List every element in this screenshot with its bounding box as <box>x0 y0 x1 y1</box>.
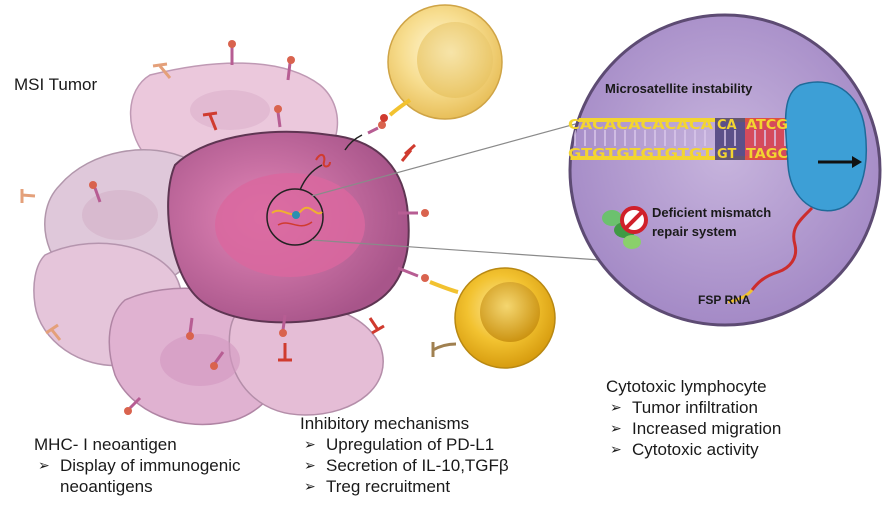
cytotoxic-title: Cytotoxic lymphocyte <box>606 377 767 396</box>
fsp-rna-strand <box>750 206 814 291</box>
lymphocyte-top <box>380 4 503 122</box>
inhibitory-item: Upregulation of PD-L1 <box>300 434 509 455</box>
nucleus-zoom-circle <box>266 188 324 246</box>
dna-top-strand: CACACACACACA <box>568 118 713 133</box>
inset-title: Microsatellite instability <box>605 81 753 96</box>
arrow-right-icon <box>818 156 862 168</box>
label-cytotoxic: Cytotoxic lymphocyte Tumor infiltration … <box>606 376 781 460</box>
cytotoxic-item: Tumor infiltration <box>606 397 781 418</box>
label-mhc: MHC- I neoantigen Display of immunogenic… <box>34 434 240 497</box>
inhibitory-item: Secretion of IL-10,TGFβ <box>300 455 509 476</box>
no-symbol-icon <box>620 206 648 234</box>
inhibitory-title: Inhibitory mechanisms <box>300 414 470 433</box>
dna-bottom-mut1: GT <box>717 147 736 162</box>
ribosome <box>784 81 867 212</box>
fsp-rna-label: FSP RNA <box>698 293 751 307</box>
inhibitory-item: Treg recruitment <box>300 476 509 497</box>
mhc-item-cont: neoantigens <box>60 477 153 496</box>
cytotoxic-item: Increased migration <box>606 418 781 439</box>
msi-tumor-text: MSI Tumor <box>14 75 98 94</box>
cytotoxic-item: Cytotoxic activity <box>606 439 781 460</box>
dna-top-mut2: ATCG <box>746 118 788 133</box>
dna-top-mut1: CA <box>717 118 737 133</box>
msi-inset <box>568 13 882 327</box>
mhc-title: MHC- I neoantigen <box>34 435 177 454</box>
mmr-label-line1: Deficient mismatch <box>652 205 771 220</box>
mhc-markers <box>20 40 429 415</box>
mmr-label-line2: repair system <box>652 224 737 239</box>
mhc-item: Display of immunogenic <box>34 455 240 476</box>
dna-bottom-strand: GTGTGTGTGTGT <box>568 147 713 162</box>
lymphocyte-bottom <box>429 267 556 369</box>
label-inhibitory: Inhibitory mechanisms Upregulation of PD… <box>300 413 509 497</box>
main-tumor-nucleus <box>215 173 365 277</box>
label-msi-tumor: MSI Tumor <box>14 74 97 95</box>
dna-bottom-mut2: TAGC <box>746 147 788 162</box>
